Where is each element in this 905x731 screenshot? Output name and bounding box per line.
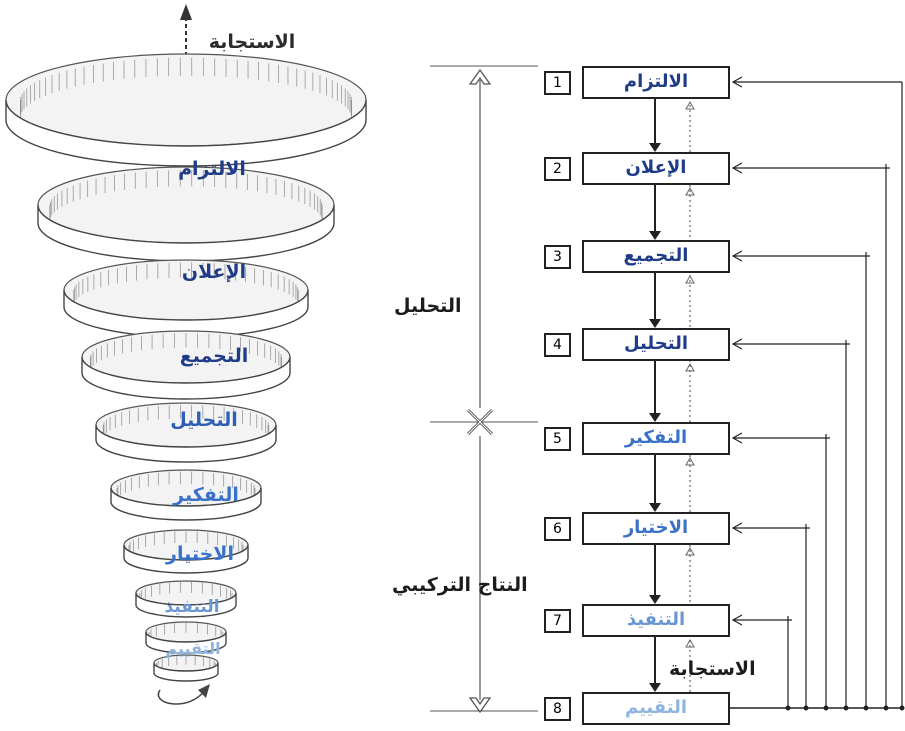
spiral-tail-arrowhead [198, 684, 210, 698]
spiral-label-declaration: الإعلان [181, 261, 247, 283]
feedback-dotted-arrow [685, 546, 695, 556]
spiral-ring-band-3 [63, 289, 309, 338]
spiral-label-evaluation: التقييم [165, 639, 221, 658]
feedback-arrowhead-1 [731, 76, 743, 88]
spiral-label-commitment: الالتزام [178, 158, 246, 180]
analysis-bracket-label: التحليل [394, 295, 462, 317]
feedback-arrowhead-6 [731, 522, 743, 534]
flow-arrow-head [649, 683, 661, 692]
step-number-6: 6 [544, 517, 571, 541]
step-number-3: 3 [544, 245, 571, 269]
feedback-dotted-arrow [685, 456, 695, 466]
feedback-junction-3 [863, 705, 869, 711]
step-number-8: 8 [544, 697, 571, 721]
feedback-dotted-arrow [685, 186, 695, 196]
response-label: الاستجابة [669, 658, 756, 680]
feedback-arrowhead-2 [731, 162, 743, 174]
step-number-5: 5 [544, 427, 571, 451]
feedback-junction-1 [899, 705, 905, 711]
spiral-ring-band-2 [37, 204, 335, 262]
step-box-3: التجميع [582, 240, 730, 273]
analysis-bracket-top-arrow [468, 68, 492, 85]
step-box-7: التنفيذ [582, 604, 730, 637]
spiral-ring-band-6 [110, 487, 262, 521]
feedback-dotted-arrow [685, 274, 695, 284]
feedback-dotted-arrow [685, 638, 695, 648]
step-box-1: الالتزام [582, 66, 730, 99]
feedback-arrowhead-7 [731, 614, 743, 626]
step-box-8: التقييم [582, 692, 730, 725]
feedback-arrowhead-5 [731, 432, 743, 444]
feedback-dotted-arrow [685, 100, 695, 110]
flow-arrow-head [649, 143, 661, 152]
step-box-2: الإعلان [582, 152, 730, 185]
spiral-ring-band-5 [95, 424, 277, 463]
spiral-tail [157, 689, 206, 705]
spiral-ring-band-4 [81, 356, 291, 400]
spiral-ring-band-7 [123, 544, 249, 574]
feedback-junction-6 [803, 705, 809, 711]
spiral-ring-band-8 [135, 592, 237, 618]
spiral-label-response: الاستجابة [208, 31, 296, 53]
spiral-label-gathering: التجميع [179, 345, 249, 367]
feedback-junction-4 [843, 705, 849, 711]
flow-arrow-head [649, 503, 661, 512]
spiral-label-analysis: التحليل [170, 409, 238, 431]
spiral-label-choice: الاختيار [166, 543, 234, 565]
step-number-4: 4 [544, 333, 571, 357]
flow-arrow-head [649, 595, 661, 604]
synthesis-bracket-label: النتاج التركيبي [392, 574, 528, 596]
feedback-junction-7 [785, 705, 791, 711]
synthesis-bracket-bottom-arrow [468, 697, 492, 714]
step-number-7: 7 [544, 609, 571, 633]
spiral-ring-band-9 [145, 631, 227, 654]
feedback-junction-5 [823, 705, 829, 711]
spiral-label-thinking: التفكير [173, 484, 239, 506]
step-box-6: الاختيار [582, 512, 730, 545]
step-number-2: 2 [544, 157, 571, 181]
central-arrow-head [180, 4, 192, 20]
feedback-arrowhead-4 [731, 338, 743, 350]
step-box-4: التحليل [582, 328, 730, 361]
feedback-arrowhead-3 [731, 250, 743, 262]
bracket-cross-inner [467, 409, 493, 435]
spiral-label-execution: التنفيذ [164, 597, 220, 617]
spiral-ring-band-10 [153, 662, 219, 682]
spiral-funnel [5, 4, 367, 705]
step-number-1: 1 [544, 71, 571, 95]
spiral-ring-band-1 [5, 99, 367, 167]
step-box-5: التفكير [582, 422, 730, 455]
flow-arrow-head [649, 413, 661, 422]
flow-arrow-head [649, 231, 661, 240]
flow-arrow-head [649, 319, 661, 328]
feedback-dotted-arrow [685, 362, 695, 372]
feedback-junction-2 [883, 705, 889, 711]
